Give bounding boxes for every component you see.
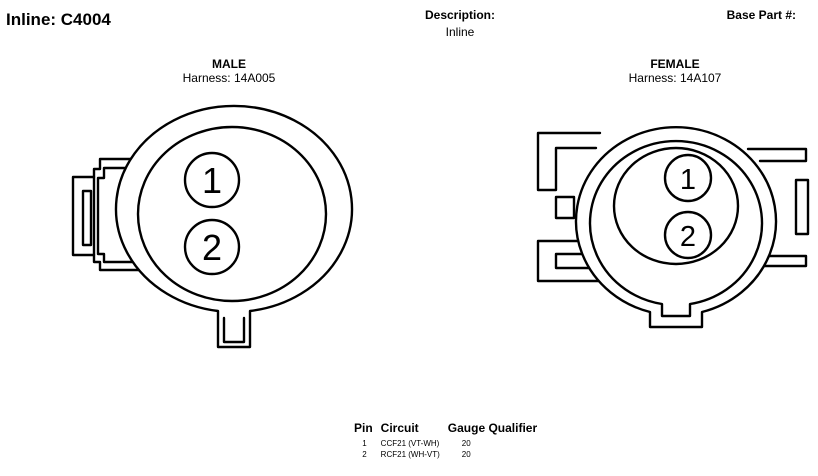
female-connector	[536, 126, 810, 329]
table-row: 2 RCF21 (WH-VT) 20	[350, 449, 541, 460]
female-pin-1-label: 1	[680, 164, 696, 196]
pin-header: Pin	[354, 421, 373, 435]
female-latch-upper	[536, 131, 602, 192]
pin-table: Pin Circuit Gauge Qualifier 1 CCF21 (VT-…	[350, 421, 541, 460]
circuit-cell: CCF21 (VT-WH)	[380, 439, 440, 448]
description-value: Inline	[445, 25, 475, 39]
circuit-cell: RCF21 (WH-VT)	[380, 450, 440, 459]
pin-cell: 2	[362, 450, 367, 459]
male-pin-2	[183, 218, 241, 276]
gauge-cell: 20	[461, 439, 471, 448]
male-key-tab	[222, 316, 246, 344]
gauge-qualifier-header: Gauge Qualifier	[447, 421, 538, 435]
male-pin-1	[183, 151, 241, 209]
pin-table-header: Pin Circuit Gauge Qualifier	[350, 421, 541, 438]
female-housing-ring	[588, 139, 764, 318]
male-housing-outer	[114, 104, 354, 349]
male-title: MALE	[212, 57, 246, 71]
male-housing-inner	[136, 125, 328, 303]
pin-cell: 1	[362, 439, 367, 448]
circuit-header: Circuit	[380, 421, 419, 435]
female-pin-2-label: 2	[680, 221, 696, 253]
base-part-label: Base Part #:	[726, 8, 796, 22]
male-harness: Harness: 14A005	[182, 71, 276, 85]
female-latch-nub	[554, 195, 576, 220]
female-rail-block	[794, 178, 810, 236]
female-housing-outer	[574, 126, 778, 329]
female-housing-inner	[612, 146, 740, 266]
male-pin-2-label: 2	[202, 227, 222, 268]
female-pin-2	[663, 210, 713, 260]
female-rail-upper	[746, 147, 808, 163]
male-latch-slot	[81, 189, 93, 247]
female-rail-lower	[748, 254, 808, 268]
gauge-cell: 20	[461, 450, 471, 459]
description-label: Description:	[424, 8, 495, 22]
male-latch-frame	[71, 157, 142, 272]
female-harness: Harness: 14A107	[628, 71, 722, 85]
male-latch-inner	[96, 166, 140, 264]
male-connector	[71, 104, 354, 349]
male-pin-1-label: 1	[202, 160, 222, 201]
female-title: FEMALE	[650, 57, 700, 71]
table-row: 1 CCF21 (VT-WH) 20	[350, 438, 541, 449]
female-pin-1	[663, 153, 713, 203]
connector-title: Inline: C4004	[6, 10, 111, 29]
